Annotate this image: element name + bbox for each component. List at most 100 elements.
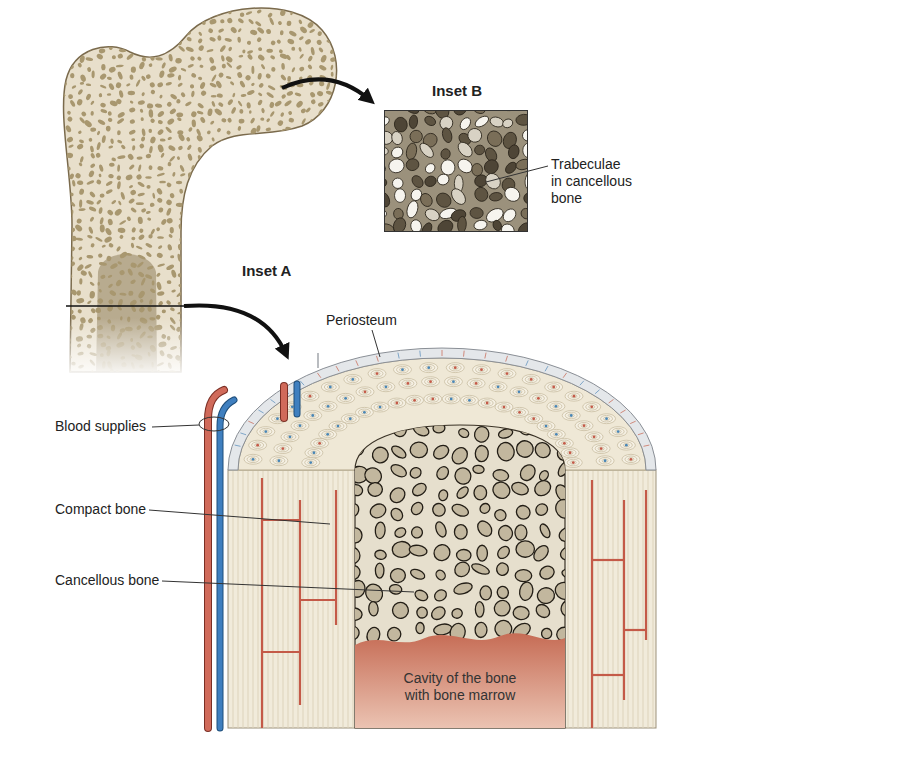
trabecula-spot <box>78 208 85 211</box>
trabecula-spot <box>100 108 108 114</box>
lamella-line <box>348 471 349 728</box>
trabecula-spot <box>157 291 165 297</box>
trabecula-spot <box>298 47 302 52</box>
osteon-ring <box>393 365 411 375</box>
osteon-canal <box>454 366 457 369</box>
trabecula-spot <box>178 223 185 232</box>
lamella-line <box>258 471 259 728</box>
osteon-ring <box>612 428 624 435</box>
trabecula-spot <box>100 102 107 108</box>
trabecula-spot <box>327 99 334 103</box>
trabecula-spot <box>152 193 156 199</box>
osteon-ring <box>501 370 513 377</box>
trabecula-spot <box>167 144 176 152</box>
trabecula-spot <box>128 44 134 51</box>
trabecula-spot <box>147 103 154 109</box>
trabecula-spot <box>166 182 172 188</box>
osteon-ring <box>428 380 434 383</box>
lamella-line <box>613 471 614 728</box>
trabecula-spot <box>231 162 237 166</box>
trabecula-spot <box>311 298 317 303</box>
trabecula-spot <box>148 8 157 15</box>
trabecula-spot <box>198 181 207 189</box>
trabecula-spot <box>325 120 333 126</box>
osteon-canal <box>532 417 535 420</box>
trabecula-spot <box>97 119 106 126</box>
trabecula-spot <box>160 152 165 158</box>
lamella-line <box>623 471 624 728</box>
trabecula-spot <box>159 181 166 184</box>
trabecula-spot <box>177 75 181 81</box>
trabecula-spot <box>96 8 102 15</box>
lamella-line <box>343 471 344 728</box>
trabecula-spot <box>167 39 174 46</box>
trabecula-spot <box>238 326 242 332</box>
trabecula-spot <box>166 101 173 108</box>
trabecula-spot <box>76 10 83 14</box>
trabecula-spot <box>307 153 312 158</box>
trabecula-spot <box>114 208 123 217</box>
trabecula-spot <box>197 110 204 115</box>
trabecula-spot <box>217 344 225 348</box>
cancellous-hole <box>431 541 453 563</box>
trabecula-spot <box>99 1 107 6</box>
trabecula-spot <box>112 55 117 60</box>
cancellous-hole <box>408 544 427 557</box>
osteon-canal <box>289 435 292 438</box>
osteon-ring <box>322 431 334 438</box>
trabecula-spot <box>280 144 288 153</box>
trabecula-spot <box>77 180 84 185</box>
trabecula-spot <box>187 172 194 181</box>
trabecula-spot <box>340 172 345 177</box>
osteon-canal <box>311 414 314 417</box>
trabecula-spot <box>149 299 154 305</box>
trabecula-spot <box>210 262 215 266</box>
trabecula-spot <box>116 246 122 253</box>
osteon-ring <box>420 363 438 373</box>
trabecula-spot <box>199 272 205 279</box>
trabecula-spot <box>177 273 182 278</box>
osteon-ring <box>623 444 629 447</box>
osteon-canal <box>252 458 255 461</box>
cancellous-hole <box>457 427 470 439</box>
trabecula-spot <box>150 22 156 28</box>
trabecula-spot <box>177 253 182 261</box>
trabecula-spot <box>228 281 233 284</box>
trabecula-spot <box>237 126 241 132</box>
trabecula-spot <box>226 130 232 136</box>
cancellous-hole <box>516 541 535 558</box>
cancellous-hole <box>368 482 383 497</box>
trabecula-spot <box>57 306 65 313</box>
trabecula-spot <box>155 18 162 24</box>
periosteum-vessel <box>442 350 443 356</box>
trabecula-spot <box>329 343 335 349</box>
trabecula-spot <box>100 224 105 232</box>
trabecula-spot <box>307 55 313 62</box>
trabecula-spot <box>59 155 66 161</box>
trabecula-spot <box>96 179 102 185</box>
trabecula-spot <box>338 155 342 158</box>
trabecula-spot <box>331 72 334 77</box>
trabecula-spot <box>129 100 134 104</box>
trabecula-spot <box>218 173 227 180</box>
trabecula-spot <box>220 19 225 24</box>
trabecula-spot <box>230 352 236 358</box>
trabecula-spot <box>91 71 94 79</box>
trabecula-spot <box>278 217 286 226</box>
trabecula-spot <box>245 359 254 366</box>
trabecula-spot <box>227 98 234 106</box>
periosteum-vessel <box>609 399 614 403</box>
trabecula-spot <box>328 0 334 7</box>
osteon-canal <box>326 433 329 436</box>
trabecula-spot <box>254 205 262 213</box>
periosteum-vessel <box>356 360 358 365</box>
osteon-canal <box>593 435 596 438</box>
cancellous-hole <box>541 628 553 640</box>
trabecula-spot <box>299 235 305 242</box>
cancellous-hole <box>410 525 425 540</box>
trabecula-spot <box>337 54 344 62</box>
trabecula-spot <box>132 145 136 151</box>
trabecula-spot <box>287 290 292 295</box>
osteon-canal <box>429 380 432 383</box>
zoom-arrow <box>282 79 370 100</box>
